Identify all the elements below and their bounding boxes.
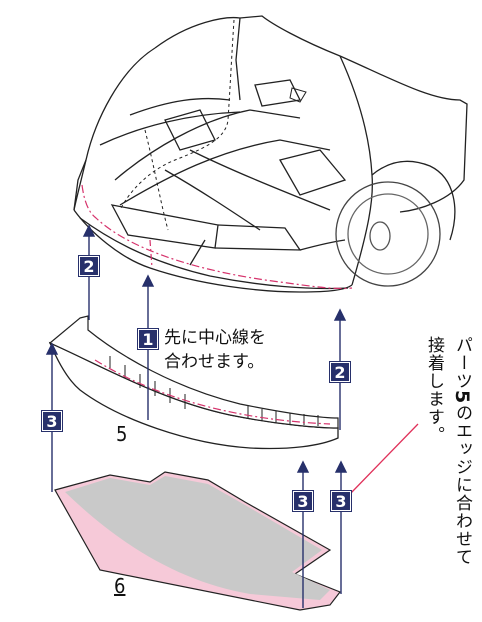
edge-note-col1: パーツ5のエッジに合わせて <box>450 336 474 566</box>
step-2-badge-left: 2 <box>78 255 100 277</box>
part6-shape <box>54 471 341 611</box>
edge-note-part-number: 5 <box>451 390 473 405</box>
center-line-note-line2: 合わせます。 <box>164 352 265 372</box>
edge-note-col1-post: のエッジに合わせて <box>452 404 472 567</box>
car-center-line-short <box>149 239 153 269</box>
edge-note-col1-pre: パーツ <box>452 336 472 390</box>
part5-shape <box>48 315 339 450</box>
step-1-badge: 1 <box>137 328 159 350</box>
part-6-label: 6 <box>114 574 126 598</box>
step-3-badge-left: 3 <box>41 410 63 432</box>
edge-note-leader <box>349 423 419 495</box>
car-center-line <box>81 184 353 290</box>
edge-note-col2: 接着します。 <box>424 336 444 444</box>
part-5-label: 5 <box>116 422 128 446</box>
step-3-badge-right: 3 <box>330 490 352 512</box>
car-body <box>73 15 468 293</box>
center-line-note-line1: 先に中心線を <box>164 328 266 348</box>
step-3-badge-mid: 3 <box>292 490 314 512</box>
step-2-badge-right: 2 <box>329 361 351 383</box>
